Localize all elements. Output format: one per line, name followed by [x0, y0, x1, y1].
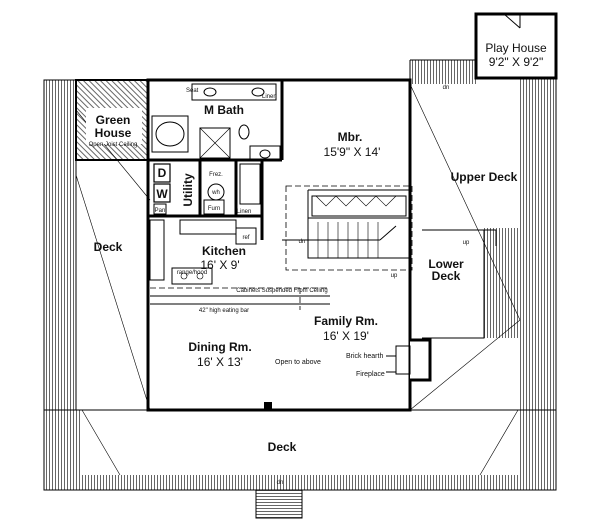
mbr-name: Mbr.	[338, 130, 363, 144]
stair-dn-top: dn	[443, 85, 450, 91]
cabinets-note: Cabinets Suspended From Ceiling	[236, 288, 327, 294]
dryer-label: D	[158, 166, 167, 180]
fireplace	[386, 338, 432, 382]
house-walls	[146, 78, 412, 412]
open-to-above-note: Open to above	[275, 359, 321, 366]
upper-deck	[409, 59, 557, 411]
kitchen-fixtures	[149, 219, 330, 310]
linen-bath-label: Linen	[262, 94, 277, 100]
ref-label: ref	[242, 235, 249, 241]
lower-deck-up: up	[463, 240, 470, 246]
deck-south-name: Deck	[268, 440, 297, 454]
seat-label: Seat	[186, 88, 199, 94]
stair-dn: dn	[299, 239, 306, 245]
bath-fixtures	[151, 83, 281, 161]
range-hood-label: range/hood	[177, 270, 207, 276]
kitchen-size: 16' X 9'	[200, 258, 239, 272]
south-deck	[43, 409, 557, 519]
lower-deck-name-2: Deck	[432, 269, 461, 283]
linen-hall-label: Linen	[237, 209, 252, 215]
wh-label: wh	[211, 190, 220, 196]
play-house	[474, 12, 558, 80]
utility-name: Utility	[181, 173, 195, 207]
upper-deck-name: Upper Deck	[451, 170, 518, 184]
brick-hearth-note: Brick hearth	[346, 353, 383, 360]
deck-west-name: Deck	[94, 240, 123, 254]
family-rm-size: 16' X 19'	[323, 329, 369, 343]
pan-label: Pan	[155, 208, 166, 214]
stair-dn-bottom: dn	[277, 480, 284, 486]
green-house-name-2: House	[95, 126, 132, 140]
utility-fixtures	[153, 163, 261, 215]
west-deck	[43, 79, 151, 411]
play-house-name: Play House	[485, 41, 547, 55]
family-rm-name: Family Rm.	[314, 314, 378, 328]
frez-label: Frez.	[209, 172, 223, 178]
fireplace-note: Fireplace	[356, 371, 385, 378]
stair-up: up	[391, 273, 398, 279]
labels: Play House 9'2" X 9'2" dn Upper Deck M B…	[89, 41, 547, 486]
m-bath-name: M Bath	[204, 103, 244, 117]
lower-deck-name-1: Lower	[428, 257, 464, 271]
dining-rm-size: 16' X 13'	[197, 355, 243, 369]
green-house-note: Open Joist Ceiling	[89, 142, 138, 148]
kitchen-name: Kitchen	[202, 244, 246, 258]
washer-label: W	[156, 187, 168, 201]
green-house	[75, 79, 149, 161]
eating-bar-note: 42" high eating bar	[199, 308, 249, 314]
mbr-size: 15'9" X 14'	[324, 145, 381, 159]
green-house-name-1: Green	[96, 113, 131, 127]
stairs	[282, 185, 413, 271]
play-house-size: 9'2" X 9'2"	[489, 55, 543, 69]
dining-rm-name: Dining Rm.	[188, 340, 251, 354]
furn-label: Furn	[208, 206, 220, 212]
